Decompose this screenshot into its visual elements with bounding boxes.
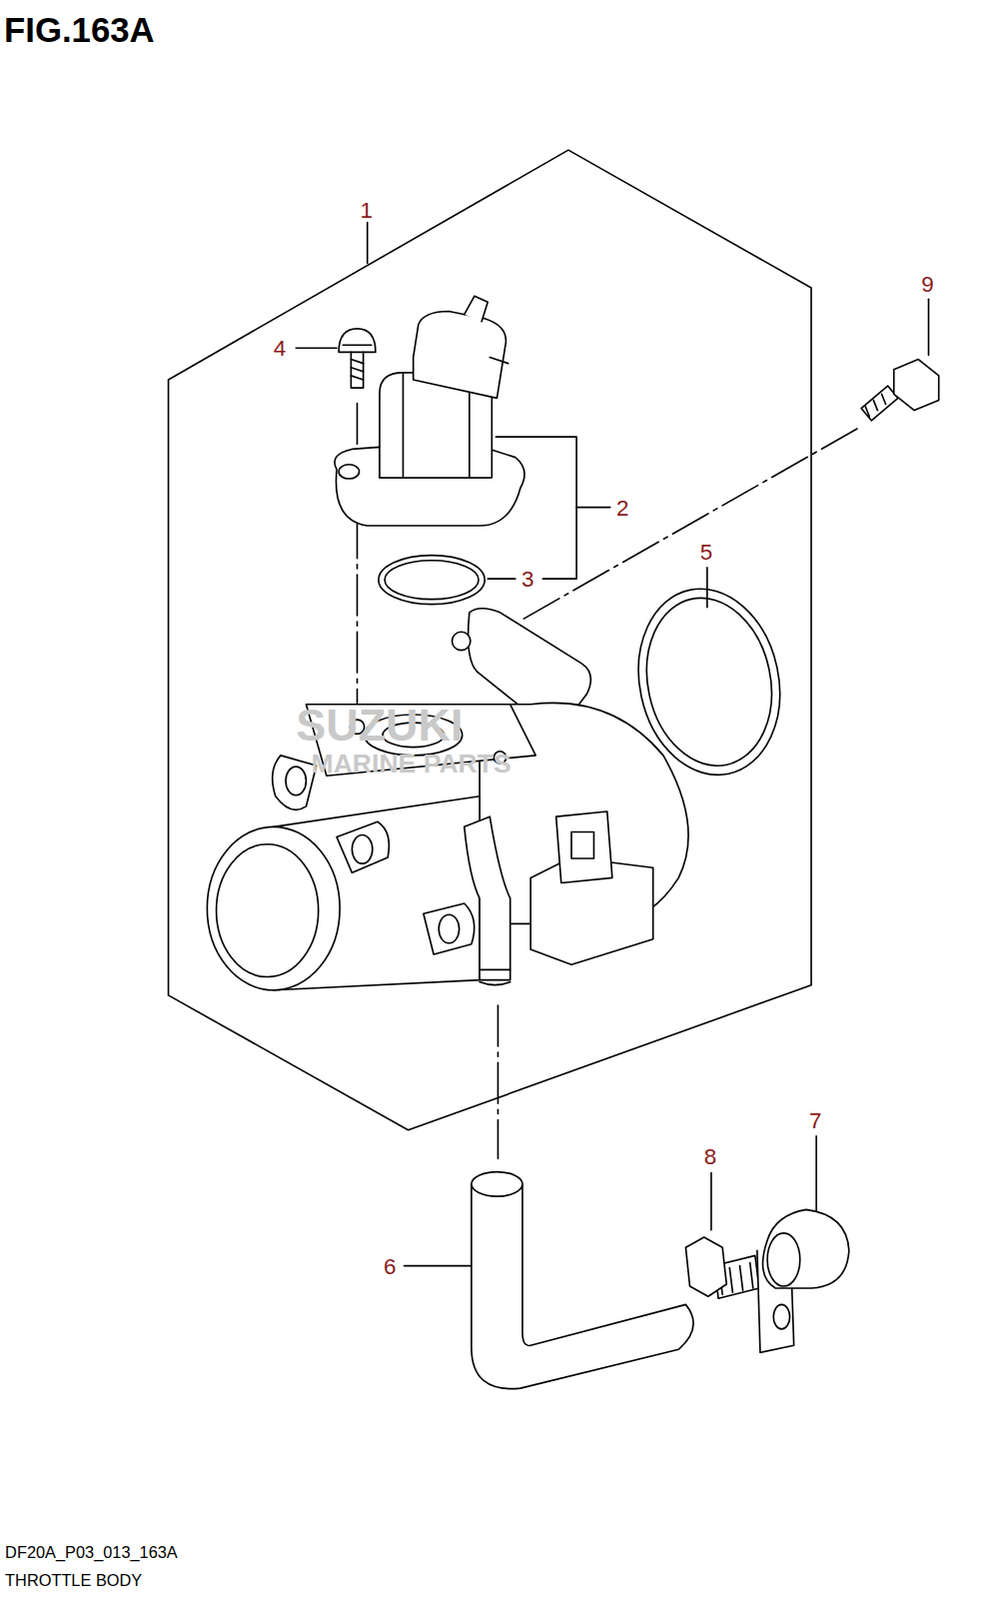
center-line: [497, 1004, 500, 1158]
callout-number: 5: [700, 540, 714, 563]
leader-line: [403, 1264, 471, 1267]
callout-number: 8: [704, 1145, 718, 1168]
callout-number: 4: [273, 337, 287, 360]
callout-number: 2: [616, 496, 630, 519]
watermark: SUZUKI: [295, 702, 463, 748]
screw: [338, 328, 376, 388]
figure-title: FIG.163A: [3, 11, 155, 47]
leader-line: [928, 298, 931, 355]
bolt: [861, 359, 940, 421]
center-line: [520, 428, 858, 621]
watermark: MARINE PARTS: [311, 750, 512, 778]
clamp: [757, 1208, 850, 1352]
sensor: [334, 295, 525, 526]
callout-number: 1: [360, 198, 374, 221]
leader-line: [487, 577, 516, 580]
leader-line: [295, 346, 337, 349]
figure-caption: THROTTLE BODY: [4, 1572, 142, 1589]
hose: [471, 1171, 694, 1389]
o-ring: [378, 555, 485, 605]
leader-line: [706, 567, 709, 608]
callout-number: 6: [383, 1254, 397, 1277]
o-ring: [384, 560, 479, 600]
assembly-outline: [168, 149, 813, 1130]
callout-number: 3: [521, 568, 535, 591]
figure-code: DF20A_P03_013_163A: [4, 1543, 178, 1560]
callout-number: 9: [921, 273, 935, 296]
leader-line: [710, 1172, 713, 1230]
leader-line: [366, 222, 369, 264]
leader-line: [576, 506, 611, 509]
callout-number: 7: [809, 1108, 823, 1131]
bolt: [685, 1236, 760, 1298]
leader-line: [815, 1135, 818, 1215]
throttle-body: [206, 608, 689, 991]
